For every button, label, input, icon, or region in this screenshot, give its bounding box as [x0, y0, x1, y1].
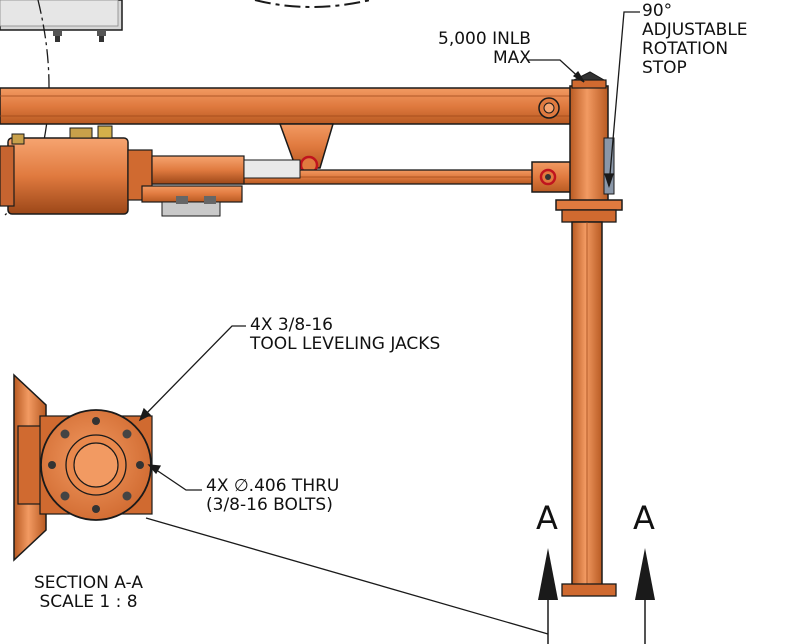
control-box	[0, 0, 123, 42]
thru-holes-line-1: 4X ∅.406 THRU	[206, 476, 340, 496]
detail-boundary-arc-top	[254, 0, 371, 8]
leveling-jacks-line-1: 4X 3/8-16	[250, 315, 333, 335]
cabinet-foot	[97, 30, 106, 42]
leveling-jacks-line-2: TOOL LEVELING JACKS	[250, 334, 441, 354]
leader-section	[145, 517, 549, 635]
section-caption: SECTION A-A SCALE 1 : 8	[34, 574, 143, 612]
hydraulic-cylinder	[0, 125, 301, 215]
leader-leveling-jacks	[138, 325, 246, 422]
thru-holes-label: 4X ∅.406 THRU (3/8-16 BOLTS)	[206, 477, 339, 515]
section-arrow-right	[635, 548, 655, 644]
slide-carriage	[141, 185, 243, 217]
lower-pivot-block	[531, 161, 577, 193]
rotation-stop-line-3: ROTATION	[642, 39, 729, 59]
torque-line-1: 5,000 INLB	[438, 29, 531, 49]
section-view	[13, 373, 153, 562]
leader-torque	[528, 59, 585, 83]
upper-pivot-pin	[538, 97, 560, 119]
section-arrow-left	[538, 548, 558, 644]
leveling-jacks-label: 4X 3/8-16 TOOL LEVELING JACKS	[250, 316, 440, 354]
leader-rotation-stop	[604, 11, 640, 189]
rotation-stop-line-2: ADJUSTABLE	[642, 20, 748, 40]
rotation-stop-label: 90° ADJUSTABLE ROTATION STOP	[642, 2, 748, 78]
torque-line-2: MAX	[492, 48, 531, 68]
upper-arm-beam	[0, 87, 593, 125]
gusset-bracket	[278, 123, 335, 175]
section-caption-line-2: SCALE 1 : 8	[39, 592, 138, 612]
leader-thru-holes	[147, 464, 202, 491]
thru-holes-line-2: (3/8-16 BOLTS)	[206, 495, 333, 515]
torque-label: 5,000 INLB MAX	[438, 30, 531, 68]
section-caption-line-1: SECTION A-A	[34, 573, 143, 593]
section-mark-right: A	[633, 499, 655, 537]
section-mark-left: A	[536, 499, 558, 537]
vertical-post	[555, 71, 623, 597]
rotation-stop-line-1: 90°	[642, 1, 673, 21]
cabinet-foot	[53, 30, 62, 42]
rotation-stop-line-4: STOP	[642, 58, 687, 78]
